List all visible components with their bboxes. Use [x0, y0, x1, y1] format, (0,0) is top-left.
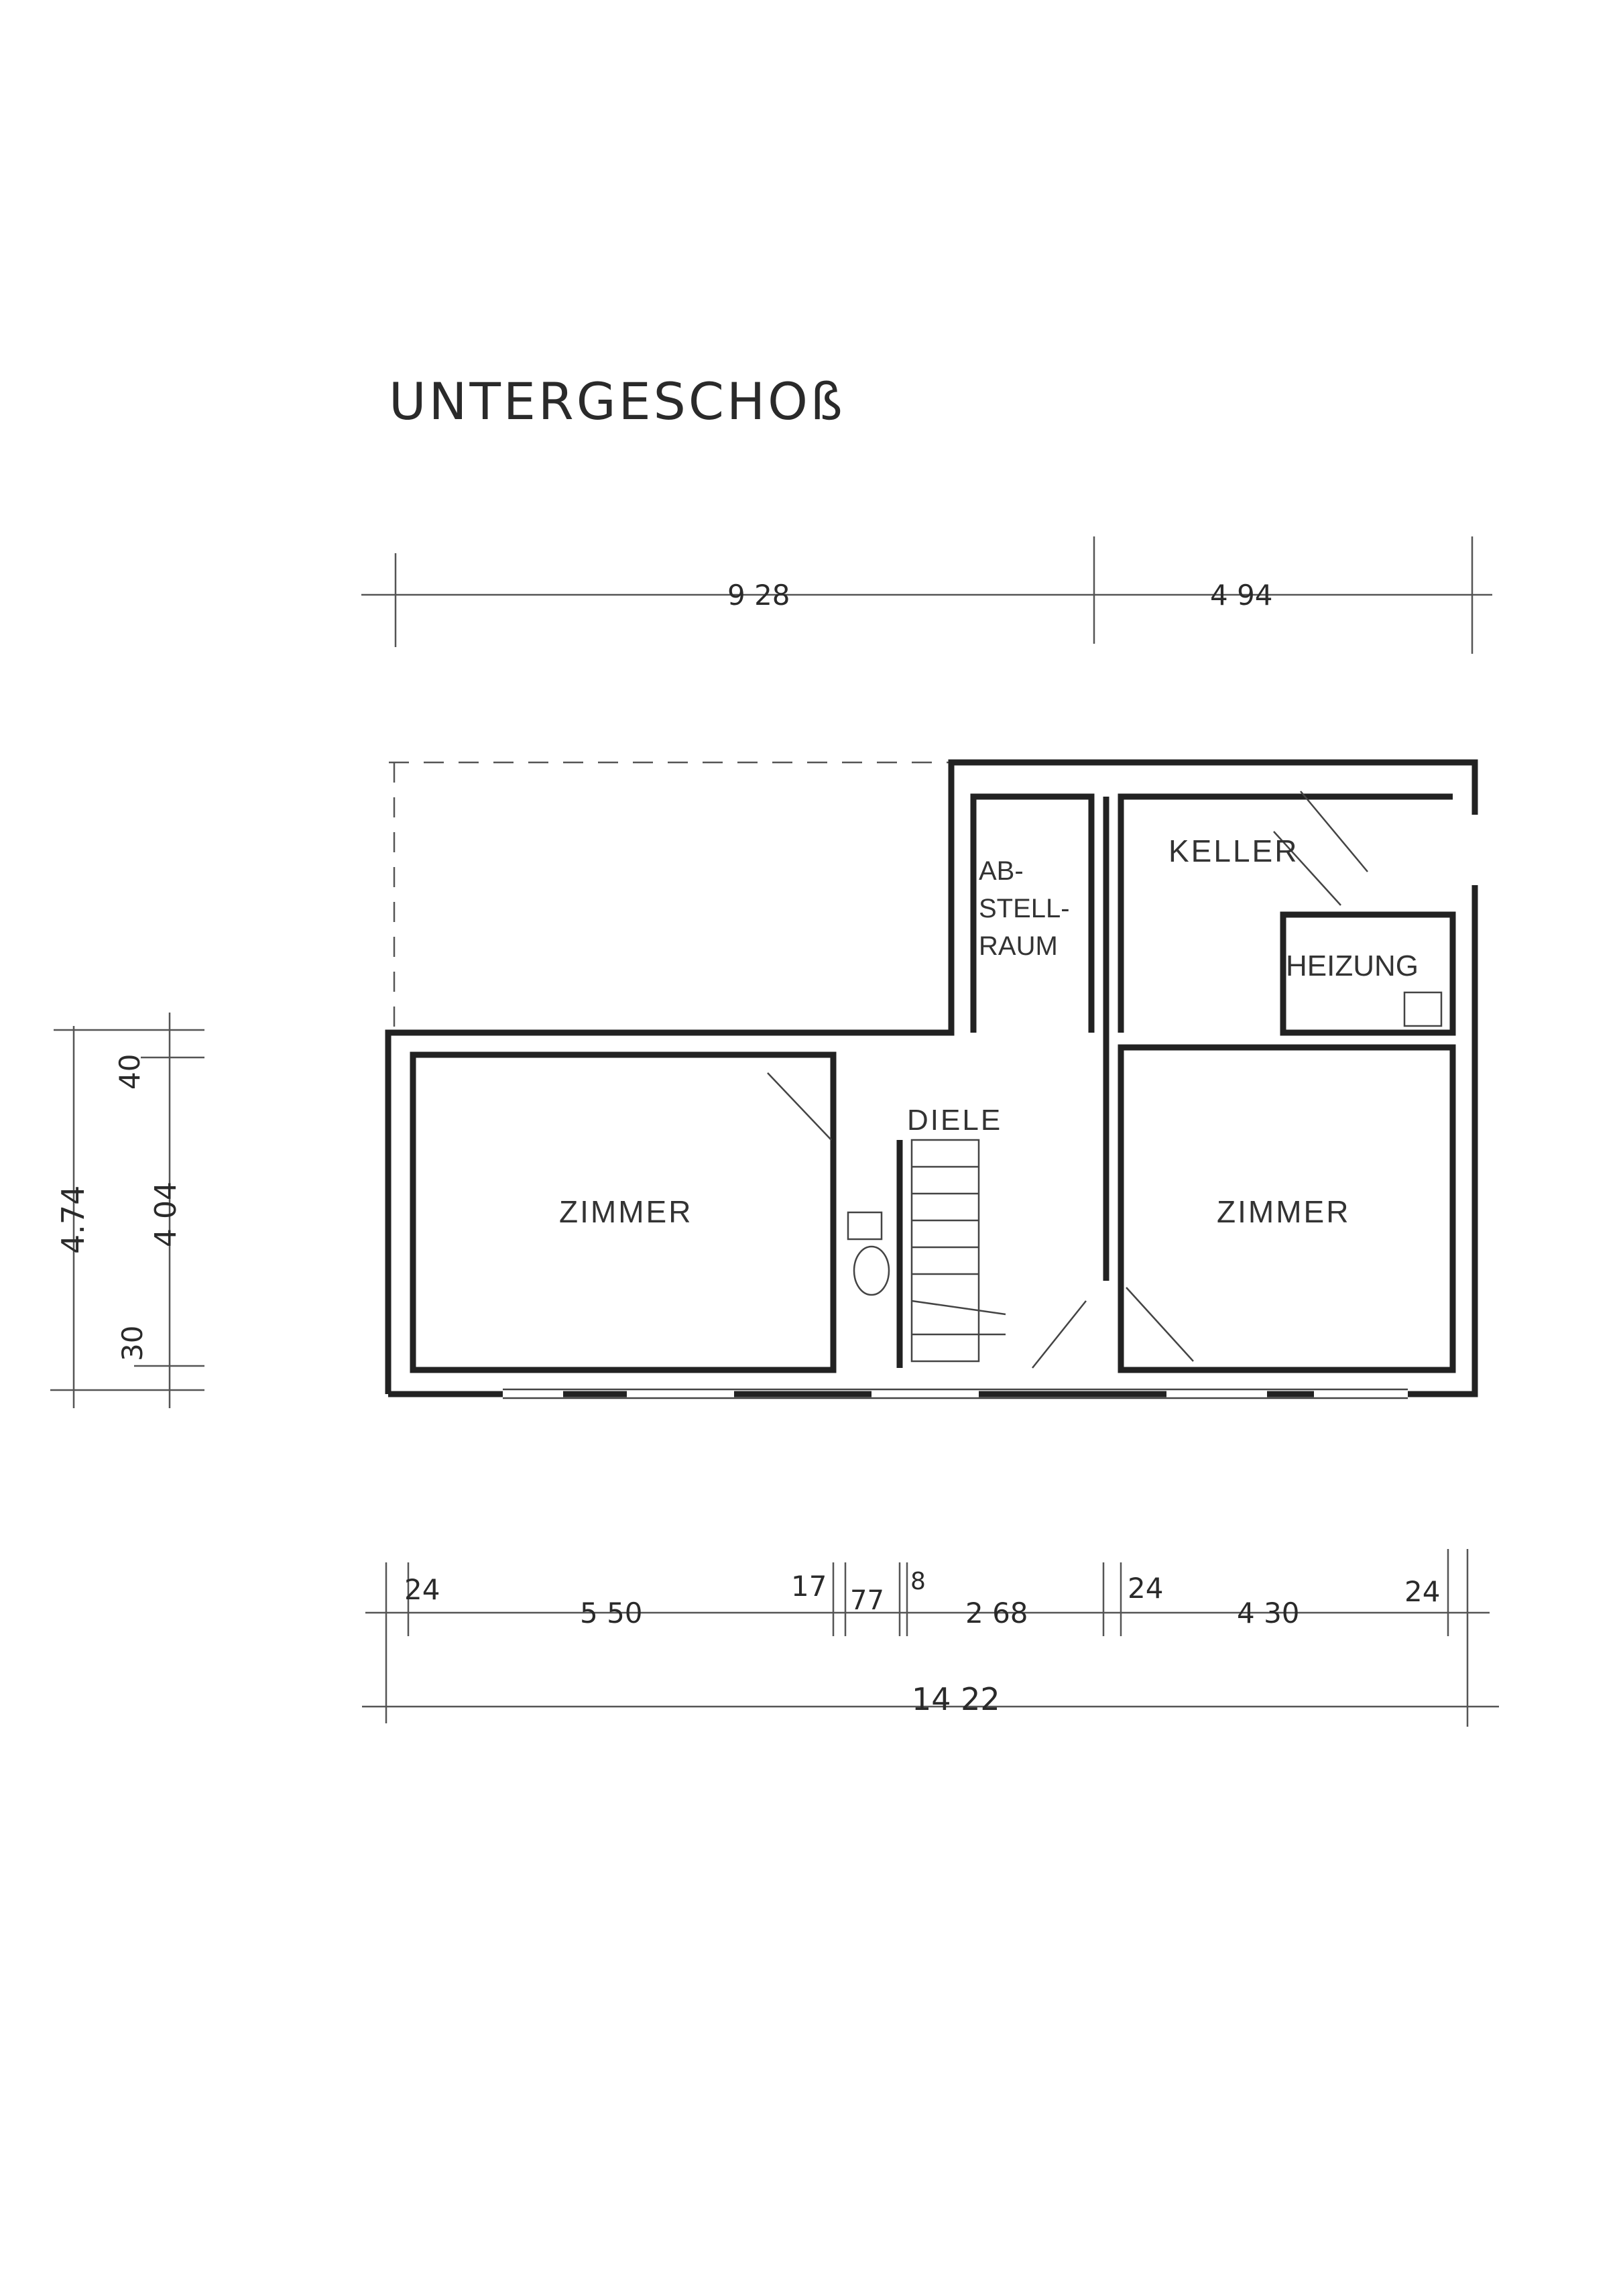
label-zimmer-right: ZIMMER [1217, 1194, 1350, 1229]
left-dimension: 4.74 40 4 04 30 [50, 1013, 204, 1408]
dim-30: 30 [116, 1326, 149, 1361]
label-zimmer-left: ZIMMER [559, 1194, 693, 1229]
dim-8: 8 [910, 1568, 926, 1595]
dim-268: 2 68 [965, 1597, 1028, 1629]
dashed-outline [389, 761, 951, 1029]
dim-404: 4 04 [149, 1182, 183, 1247]
dim-77: 77 [850, 1585, 884, 1616]
plan-title: UNTERGESCHOß [389, 371, 845, 431]
boiler-icon [1403, 991, 1443, 1027]
walls [385, 759, 1478, 1397]
dim-24-c: 24 [1404, 1575, 1440, 1608]
bottom-dimension: 24 5 50 17 77 8 2 68 24 4 30 24 14 22 [362, 1549, 1499, 1727]
toilet-icon [847, 1211, 890, 1296]
dim-17: 17 [791, 1570, 827, 1603]
dim-1422: 14 22 [912, 1681, 1000, 1717]
top-dimension: 9 28 4 94 [361, 536, 1492, 654]
dim-474: 4.74 [55, 1186, 91, 1254]
dim-24-a: 24 [404, 1573, 440, 1606]
openings [503, 791, 1408, 1401]
dim-494: 4 94 [1210, 579, 1273, 612]
dim-430: 4 30 [1237, 1597, 1300, 1629]
dim-40: 40 [113, 1054, 146, 1090]
dim-550: 5 50 [580, 1597, 643, 1629]
label-abstellraum-1: AB- [979, 856, 1024, 886]
label-heizung: HEIZUNG [1286, 950, 1419, 982]
label-abstellraum-3: RAUM [979, 931, 1058, 961]
label-keller: KELLER [1168, 834, 1299, 868]
dim-24-b: 24 [1128, 1572, 1163, 1605]
staircase [910, 1139, 1006, 1363]
dim-928: 9 28 [727, 579, 790, 612]
label-diele: DIELE [907, 1104, 1002, 1137]
label-abstellraum-2: STELL- [979, 894, 1070, 923]
